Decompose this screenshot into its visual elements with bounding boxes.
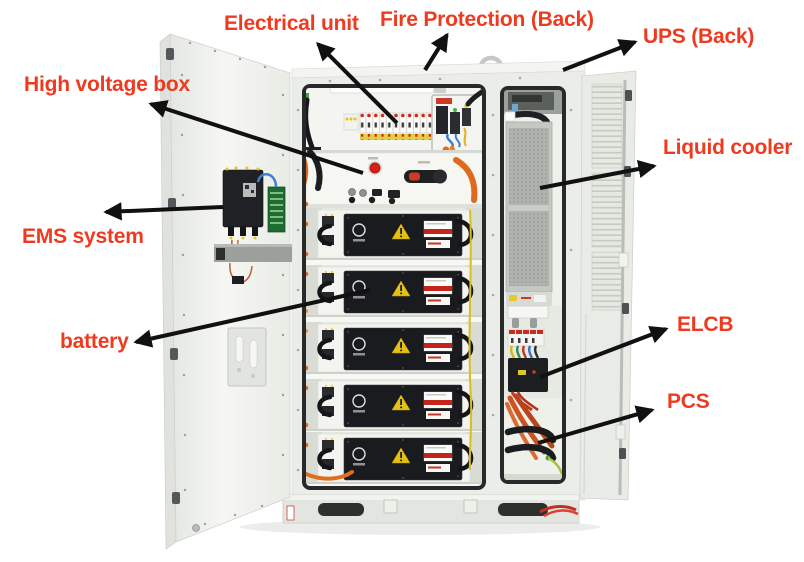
elcb-wires [509,345,540,359]
battery-module-4 [306,379,482,431]
arrow-electrical-unit [316,42,399,125]
battery-module-3 [306,322,482,374]
door-screws [180,41,285,526]
arrow-pcs [537,405,655,445]
right-door [579,70,637,501]
lifting-lug [478,55,504,69]
battery-module-2 [306,265,482,317]
arrow-ups [562,39,638,72]
door-pin [192,524,200,532]
cabinet-frame [291,70,586,501]
battery-orange-cables [306,201,354,481]
label-ems-system: EMS system [22,225,144,248]
cabinet-base [282,494,580,524]
right-compartment-gasket [500,86,566,484]
frame-screws [296,76,573,472]
battery-module-1 [306,208,482,260]
mccb-breaker [508,358,548,392]
pcs-cables [504,393,562,475]
left-compartment-gasket [302,84,486,490]
left-door-edge [159,33,177,550]
label-ups: UPS (Back) [643,25,755,48]
label-battery: battery [60,330,129,353]
door-hinge [619,90,632,459]
base-vent [498,503,548,516]
door-lock-rod [618,79,627,496]
yellow-cable [468,209,473,471]
arrow-liquid-cooler [539,159,657,190]
arrow-elcb [539,325,669,379]
breaker-row [359,112,449,134]
emergency-stop-button [369,162,381,174]
cable-bundle [290,250,298,356]
arrow-fire-protection [423,32,449,72]
control-subpanel [431,88,482,152]
cooler-hose [506,111,552,303]
ground-shadow [240,519,600,535]
label-electrical-unit: Electrical unit [224,12,359,35]
liquid-cooler-unit [505,121,553,306]
door-bracket [227,327,267,387]
arrow-ems-system [103,202,224,221]
blue-cable [256,173,278,188]
rotary-switch [404,169,447,184]
label-elcb: ELCB [677,313,734,336]
ups-recess [504,90,562,114]
left-door [159,33,292,550]
warning-strip [360,134,448,140]
ems-controller [222,166,264,261]
door-louver [591,251,623,311]
cabinet-top [291,55,586,79]
door-hinge [166,48,180,504]
battery-module-5 [306,432,482,484]
mini-breakers [507,329,545,347]
arrow-high-voltage-box [148,100,364,175]
door-louver [591,172,623,248]
electrical-unit [306,88,482,183]
battery-stack [290,201,482,484]
door-shelf [214,244,292,262]
elcb-section [504,305,562,412]
base-vent [318,503,364,516]
door-louver [591,83,623,169]
label-liquid-cooler: Liquid cooler [663,136,793,159]
label-high-voltage-box: High voltage box [24,73,190,96]
label-fire-protection: Fire Protection (Back) [380,8,594,31]
label-pcs: PCS [667,390,710,413]
door-pcb-module [256,173,286,233]
arrow-battery [133,288,371,348]
led-tube-light [329,88,435,94]
high-voltage-box [306,149,482,208]
